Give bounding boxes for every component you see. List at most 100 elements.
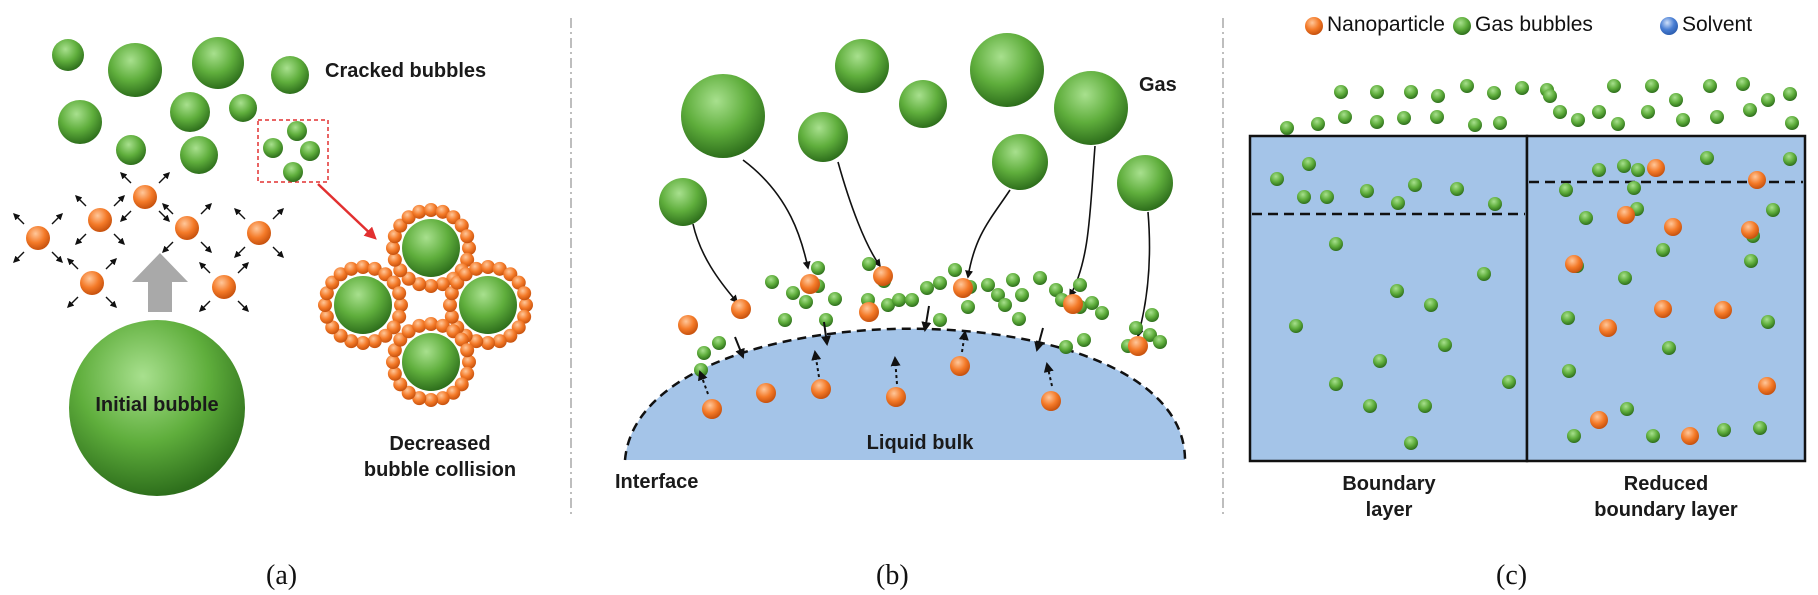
nanoparticle bbox=[386, 241, 400, 255]
transport-arrow bbox=[1069, 145, 1096, 298]
cracked-bubble bbox=[180, 136, 218, 174]
gas-bubble-small bbox=[961, 300, 975, 314]
nanoparticle bbox=[319, 286, 334, 301]
gas-bubble-small bbox=[862, 257, 876, 271]
interface-particles bbox=[678, 257, 1167, 419]
gas-bubble bbox=[992, 134, 1048, 190]
nanoparticle bbox=[387, 252, 402, 267]
nanoparticle bbox=[1063, 294, 1083, 314]
nanoparticle bbox=[492, 334, 507, 349]
motion-arrow bbox=[162, 241, 174, 253]
nanoparticle bbox=[460, 366, 475, 381]
gas-bubble-small bbox=[1012, 312, 1026, 326]
gas-bubble-small bbox=[1717, 423, 1731, 437]
gas-bubble-small bbox=[1543, 89, 1557, 103]
initial-bubble-label: Initial bubble bbox=[95, 394, 219, 416]
nanoparticle bbox=[519, 298, 533, 312]
gas-bubble-small bbox=[1592, 163, 1606, 177]
nanoparticle bbox=[444, 309, 459, 324]
gas-bubble-small bbox=[892, 293, 906, 307]
gas-bubble-small bbox=[1561, 311, 1575, 325]
nanoparticle bbox=[424, 203, 438, 217]
gas-bubble-small bbox=[765, 275, 779, 289]
nanoparticle bbox=[133, 185, 157, 209]
gas-bubble-small bbox=[1656, 243, 1670, 257]
transport-arrow bbox=[742, 159, 811, 270]
nanoparticle bbox=[401, 210, 416, 225]
gas-bubble bbox=[970, 33, 1044, 107]
small-bubble bbox=[287, 121, 307, 141]
nanoparticle bbox=[394, 298, 408, 312]
gas-bubble-small bbox=[1761, 315, 1775, 329]
gas-bubble-small bbox=[998, 298, 1012, 312]
nanoparticle bbox=[412, 204, 427, 219]
motion-arrow bbox=[75, 195, 87, 207]
nanoparticle bbox=[424, 279, 438, 293]
gas-bubble-small bbox=[1143, 328, 1157, 342]
nanoparticle bbox=[393, 377, 408, 392]
up-arrow bbox=[132, 253, 188, 312]
gas-bubble-small bbox=[1662, 341, 1676, 355]
gas-bubble-small bbox=[1611, 117, 1625, 131]
gas-bubble-small bbox=[948, 263, 962, 277]
nanoparticle bbox=[344, 334, 359, 349]
gas-bubble-small bbox=[1391, 196, 1405, 210]
gas-bubble-small bbox=[1571, 113, 1585, 127]
nanoparticle bbox=[731, 299, 751, 319]
zoom-arrow bbox=[317, 183, 377, 240]
coated-bubble-core bbox=[402, 219, 460, 277]
motion-arrow bbox=[120, 210, 132, 222]
nanoparticle bbox=[469, 334, 484, 349]
gas-bubble-small bbox=[1627, 181, 1641, 195]
initial-bubble bbox=[69, 320, 245, 496]
gas-bubble-small bbox=[1015, 288, 1029, 302]
gas-bubble-small bbox=[1669, 93, 1683, 107]
nanoparticle bbox=[462, 355, 476, 369]
gas-bubble-small bbox=[981, 278, 995, 292]
gas-bubble-small bbox=[920, 281, 934, 295]
gas-bubble-small bbox=[1493, 116, 1507, 130]
nanoparticle bbox=[1741, 221, 1759, 239]
gas-bubble-small bbox=[1073, 278, 1087, 292]
nanoparticle bbox=[1590, 411, 1608, 429]
panel-b bbox=[623, 33, 1187, 461]
gas-bubble-small bbox=[991, 288, 1005, 302]
motion-arrow bbox=[234, 208, 246, 220]
motion-arrow bbox=[890, 356, 901, 385]
decreased-label-line1: Decreased bbox=[389, 433, 491, 455]
zoom-box bbox=[257, 119, 329, 183]
gas-bubble-small bbox=[1753, 421, 1767, 435]
gas-bubble-small bbox=[1145, 308, 1159, 322]
motion-arrow bbox=[200, 241, 212, 253]
motion-arrow bbox=[234, 246, 246, 258]
motion-arrow bbox=[113, 233, 125, 245]
reduced-label-line1: Reduced bbox=[1623, 473, 1709, 495]
nanoparticle bbox=[88, 208, 112, 232]
gas-bubble-small bbox=[1783, 152, 1797, 166]
nanoparticle bbox=[392, 309, 407, 324]
motion-arrow bbox=[51, 213, 63, 225]
gas-bubble-small bbox=[1607, 79, 1621, 93]
nanoparticle bbox=[435, 204, 450, 219]
gas-bubble-small bbox=[1700, 151, 1714, 165]
nanoparticle bbox=[247, 221, 271, 245]
nanoparticle bbox=[460, 252, 475, 267]
gas-bubble-small bbox=[1744, 254, 1758, 268]
nanoparticle bbox=[392, 286, 407, 301]
nanoparticle bbox=[367, 334, 382, 349]
nanoparticle bbox=[1714, 301, 1732, 319]
gas-bubble-small bbox=[1418, 399, 1432, 413]
gas-bubble-small bbox=[1502, 375, 1516, 389]
nanoparticle bbox=[886, 387, 906, 407]
nanoparticle bbox=[511, 275, 526, 290]
nanoparticle bbox=[517, 286, 532, 301]
nanoparticle bbox=[344, 261, 359, 276]
nanoparticle bbox=[387, 366, 402, 381]
gas-bubble-small bbox=[1320, 190, 1334, 204]
nanoparticle bbox=[318, 298, 332, 312]
transport-arrow bbox=[965, 189, 1011, 279]
gas-bubble-small bbox=[697, 346, 711, 360]
cracked-bubble bbox=[229, 94, 257, 122]
nanoparticle bbox=[435, 277, 450, 292]
small-bubble bbox=[283, 162, 303, 182]
